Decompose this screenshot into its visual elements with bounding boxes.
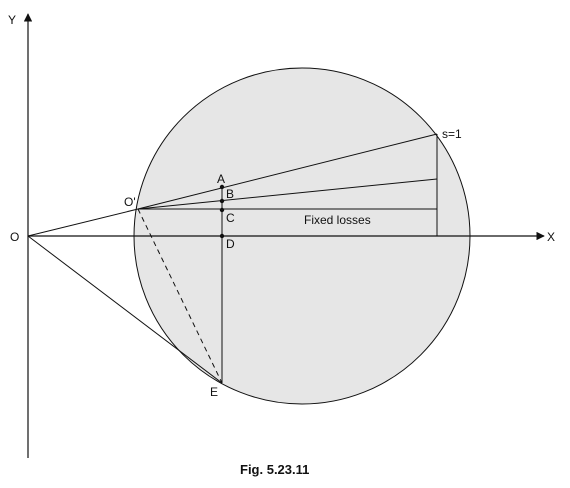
- point-o-prime-label: O': [124, 195, 136, 209]
- y-axis-label: Y: [8, 13, 16, 27]
- line-o-to-o-prime: [27, 208, 139, 237]
- point-b-dot: [219, 198, 225, 204]
- x-axis-label: X: [547, 230, 555, 244]
- output-line: [137, 133, 438, 210]
- point-a-label: A: [217, 172, 225, 186]
- point-c-dot: [219, 207, 225, 213]
- line-o-to-e: [27, 235, 223, 384]
- origin-label: O: [10, 230, 19, 244]
- point-e-label: E: [210, 385, 218, 399]
- point-a-dot: [219, 184, 225, 190]
- slip-unity-label: s=1: [442, 127, 462, 141]
- point-c-label: C: [226, 211, 235, 225]
- point-d-dot: [219, 233, 225, 239]
- point-d-label: D: [226, 237, 235, 251]
- point-b-label: B: [226, 187, 234, 201]
- torque-line: [137, 178, 438, 210]
- fixed-losses-label: Fixed losses: [304, 213, 371, 227]
- figure-caption: Fig. 5.23.11: [240, 462, 309, 477]
